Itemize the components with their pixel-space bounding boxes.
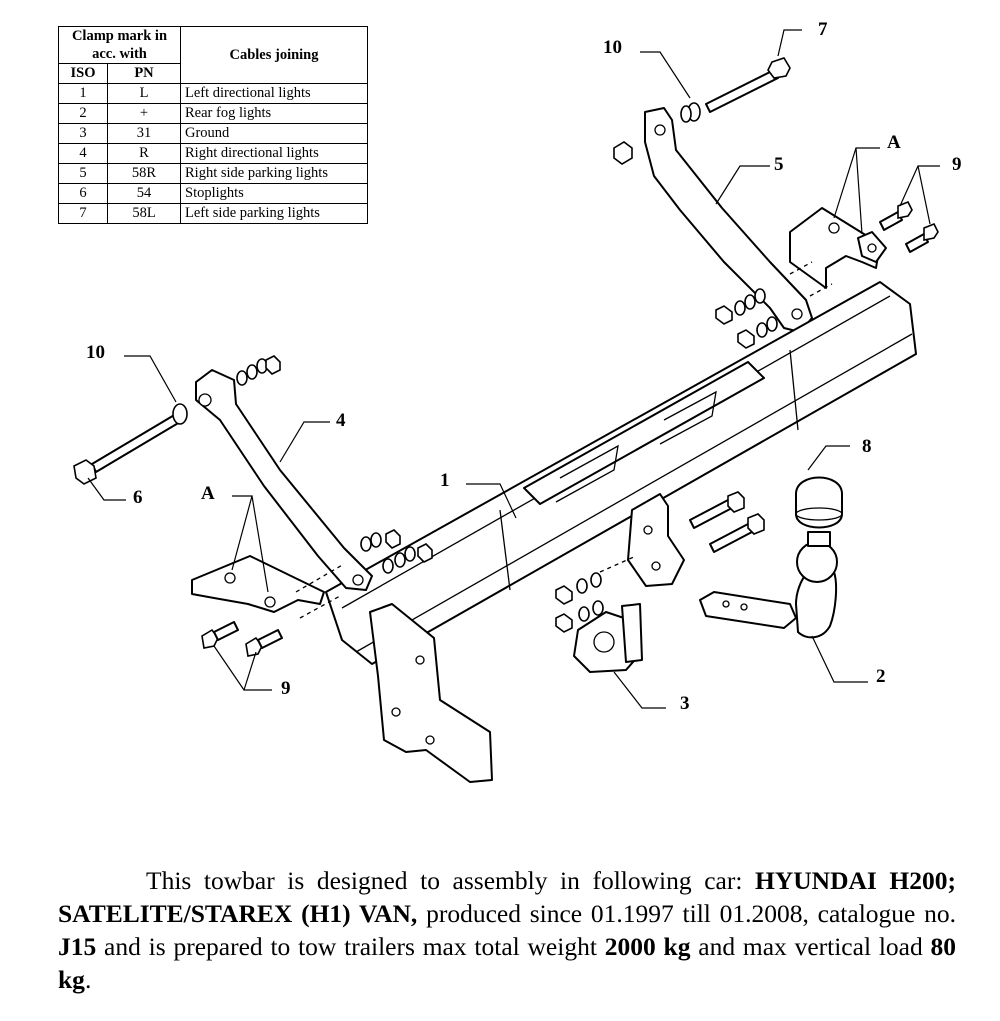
cable-cell: Right directional lights: [180, 143, 368, 164]
table-row: 2 + Rear fog lights: [58, 103, 368, 124]
bolt-9-right: [879, 200, 939, 253]
bolt-6: [73, 413, 181, 485]
callout-10-top: 10: [603, 37, 622, 58]
nut-group-left-mid: [360, 529, 433, 574]
callout-8: 8: [862, 436, 872, 457]
callout-4: 4: [336, 410, 346, 431]
towbar-description: This towbar is designed to assembly in f…: [58, 864, 956, 996]
cable-cell: Left side parking lights: [180, 203, 368, 224]
left-mounting-plate: [191, 555, 325, 613]
iso-cell: 3: [58, 123, 108, 144]
desc-vertical-load: 80 kg: [58, 932, 957, 994]
callout-6: 6: [133, 487, 143, 508]
bolt-8: [689, 491, 765, 553]
cable-cell: Ground: [180, 123, 368, 144]
callout-a-left: A: [201, 483, 215, 504]
desc-max-weight: 2000 kg: [604, 932, 691, 961]
nut-group-right: [715, 288, 778, 349]
tow-ball: [699, 476, 843, 639]
nut-top-left: [613, 141, 633, 165]
cable-cell: Right side parking lights: [180, 163, 368, 184]
pn-cell: 58R: [107, 163, 181, 184]
iso-cell: 5: [58, 163, 108, 184]
desc-car-models: HYUNDAI H200; SATELITE/STAREX (H1) VAN,: [58, 866, 956, 928]
desc-production: produced since 01.1997 till 01.2008, cat…: [426, 899, 957, 928]
callout-9-right: 9: [952, 154, 962, 175]
assembly-centre-lines: [295, 261, 833, 619]
header-clamp-mark: Clamp mark in acc. with: [58, 26, 181, 64]
callout-10-left: 10: [86, 342, 105, 363]
nut-group-left-top: [236, 355, 281, 386]
right-mounting-plate: [789, 207, 887, 289]
bolt-7: [705, 57, 791, 113]
iso-cell: 1: [58, 83, 108, 104]
desc-vertical: and max vertical load: [698, 932, 923, 961]
callout-9-left: 9: [281, 678, 291, 699]
iso-cell: 2: [58, 103, 108, 124]
right-bracket-arm: [644, 107, 813, 333]
table-row: 7 58L Left side parking lights: [58, 203, 368, 224]
cable-cell: Stoplights: [180, 183, 368, 204]
desc-period: .: [84, 965, 92, 994]
pn-cell: 58L: [107, 203, 181, 224]
callout-1: 1: [440, 470, 450, 491]
pn-cell: L: [107, 83, 181, 104]
header-cables-joining: Cables joining: [180, 26, 368, 84]
header-pn: PN: [107, 63, 181, 84]
washer-10-left: [172, 403, 188, 425]
iso-cell: 6: [58, 183, 108, 204]
main-crossbeam: [325, 281, 917, 665]
bolt-9-left: [201, 621, 283, 657]
pn-cell: 31: [107, 123, 181, 144]
washer-10-top: [680, 102, 701, 123]
nut-group-socket: [555, 572, 604, 633]
leader-lines: [87, 29, 940, 709]
table-row: 3 31 Ground: [58, 123, 368, 144]
callout-7: 7: [818, 19, 828, 40]
pn-cell: +: [107, 103, 181, 124]
ball-mount-bracket: [627, 493, 685, 587]
clamp-marks-table: Clamp mark in acc. with Cables joining I…: [58, 26, 368, 224]
socket-plate: [573, 603, 643, 673]
header-iso: ISO: [58, 63, 108, 84]
table-row: 1 L Left directional lights: [58, 83, 368, 104]
callout-a-right: A: [887, 132, 901, 153]
iso-cell: 7: [58, 203, 108, 224]
iso-cell: 4: [58, 143, 108, 164]
desc-intro: This towbar is designed to assembly in f…: [146, 866, 743, 895]
left-side-plate: [369, 603, 493, 783]
desc-trailer: and is prepared to tow trailers max tota…: [104, 932, 597, 961]
cable-cell: Left directional lights: [180, 83, 368, 104]
pn-cell: R: [107, 143, 181, 164]
cable-cell: Rear fog lights: [180, 103, 368, 124]
desc-catalogue-no: J15: [58, 932, 97, 961]
pn-cell: 54: [107, 183, 181, 204]
table-row: 5 58R Right side parking lights: [58, 163, 368, 184]
callout-5: 5: [774, 154, 784, 175]
table-row: 4 R Right directional lights: [58, 143, 368, 164]
left-bracket-arm: [195, 369, 373, 591]
table-row: 6 54 Stoplights: [58, 183, 368, 204]
callout-3: 3: [680, 693, 690, 714]
callout-2: 2: [876, 666, 886, 687]
